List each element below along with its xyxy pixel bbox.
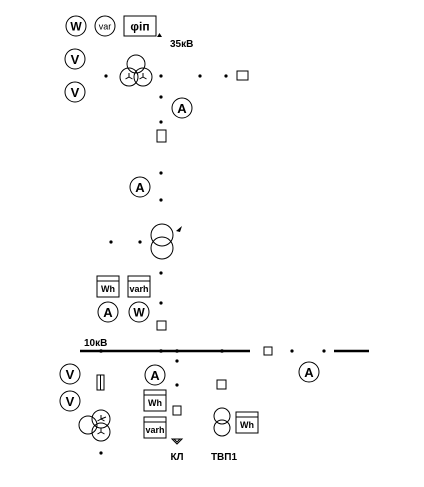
voltmeter-top-2: V	[64, 81, 86, 103]
node-10kv-incomer-1	[159, 271, 163, 275]
node-bus-incomer	[159, 349, 163, 353]
node-vt-ground	[99, 451, 103, 455]
node-bus-section	[290, 349, 294, 353]
voltmeter-bottom-1: V	[59, 363, 81, 385]
voltmeter-top-2-label: V	[71, 85, 80, 100]
wattmeter-top: W	[65, 15, 87, 37]
wattmeter-top-label: W	[70, 20, 82, 34]
power-transformer	[150, 223, 174, 260]
wh-meter-incomer-label: Wh	[101, 284, 115, 294]
phase-meter: φіп	[123, 15, 157, 37]
voltage-transformer-35kv	[119, 54, 153, 87]
breaker-10kv-incomer	[156, 320, 167, 331]
node-bus-feeder	[175, 349, 179, 353]
node-35kv-feeder-3	[159, 171, 163, 175]
node-transformer-mid	[138, 240, 142, 244]
wh-meter-incomer: Wh	[96, 275, 120, 298]
varh-meter-feeder-label: varh	[145, 425, 164, 435]
varmeter-top-label: var	[99, 22, 112, 32]
fuse-tvp	[216, 379, 227, 390]
ammeter-bottom-right: A	[298, 361, 320, 383]
node-bus-vt	[99, 349, 103, 353]
wattmeter-lower: W	[128, 301, 150, 323]
wh-meter-feeder: Wh	[143, 389, 167, 412]
aux-transformer	[213, 407, 231, 437]
node-feeder-1	[175, 359, 179, 363]
voltmeter-bottom-2: V	[59, 390, 81, 412]
voltmeter-top-1: V	[64, 48, 86, 70]
cable-end-terminal	[170, 438, 184, 445]
node-35kv-feeder-1	[159, 95, 163, 99]
wattmeter-lower-label: W	[133, 306, 145, 320]
varmeter-top: var	[94, 15, 116, 37]
voltmeter-bottom-1-label: V	[66, 367, 75, 382]
node-bus-section-2	[322, 349, 326, 353]
ammeter-upper-1-label: A	[177, 101, 187, 116]
node-transformer-left	[109, 240, 113, 244]
varh-meter-incomer: varh	[127, 275, 151, 298]
ammeter-upper-1: A	[171, 97, 193, 119]
breaker-35kv	[156, 129, 167, 143]
wh-meter-aux-label: Wh	[240, 420, 254, 430]
tap-changer-arrow	[176, 226, 182, 232]
voltmeter-top-1-label: V	[71, 52, 80, 67]
node-35kv-left	[104, 74, 108, 78]
arrester-35kv	[236, 70, 249, 81]
varh-meter-feeder: varh	[143, 416, 167, 439]
cable-line-label: КЛ	[170, 452, 183, 463]
node-35kv-feeder-2	[159, 120, 163, 124]
varh-meter-incomer-label: varh	[129, 284, 148, 294]
breaker-feeder	[172, 405, 182, 416]
node-feeder-2	[175, 383, 179, 387]
node-35kv-right	[224, 74, 228, 78]
node-35kv-feeder-4	[159, 198, 163, 202]
ammeter-middle: A	[97, 301, 119, 323]
ammeter-upper-2: A	[129, 176, 151, 198]
phase-meter-arrow	[157, 33, 162, 37]
ammeter-bottom-right-label: A	[304, 365, 314, 380]
voltage-label-10kv: 10кВ	[84, 338, 107, 349]
ammeter-middle-label: A	[103, 305, 113, 320]
fuse-10kv-vt	[96, 374, 105, 391]
node-10kv-incomer-2	[159, 301, 163, 305]
wh-meter-aux: Wh	[235, 411, 259, 434]
ammeter-upper-2-label: A	[135, 180, 145, 195]
ammeter-bottom-feeder-label: A	[150, 368, 160, 383]
wh-meter-feeder-label: Wh	[148, 398, 162, 408]
node-35kv-mid	[198, 74, 202, 78]
voltmeter-bottom-2-label: V	[66, 394, 75, 409]
sectional-breaker	[263, 346, 273, 356]
voltage-label-35kv: 35кВ	[170, 39, 193, 50]
phase-meter-label: φіп	[130, 20, 149, 34]
node-35kv-vt	[159, 74, 163, 78]
ammeter-bottom-feeder: A	[144, 364, 166, 386]
node-bus-tvp	[220, 349, 224, 353]
aux-transformer-label: ТВП1	[211, 452, 238, 463]
voltage-transformer-10kv	[78, 409, 111, 442]
